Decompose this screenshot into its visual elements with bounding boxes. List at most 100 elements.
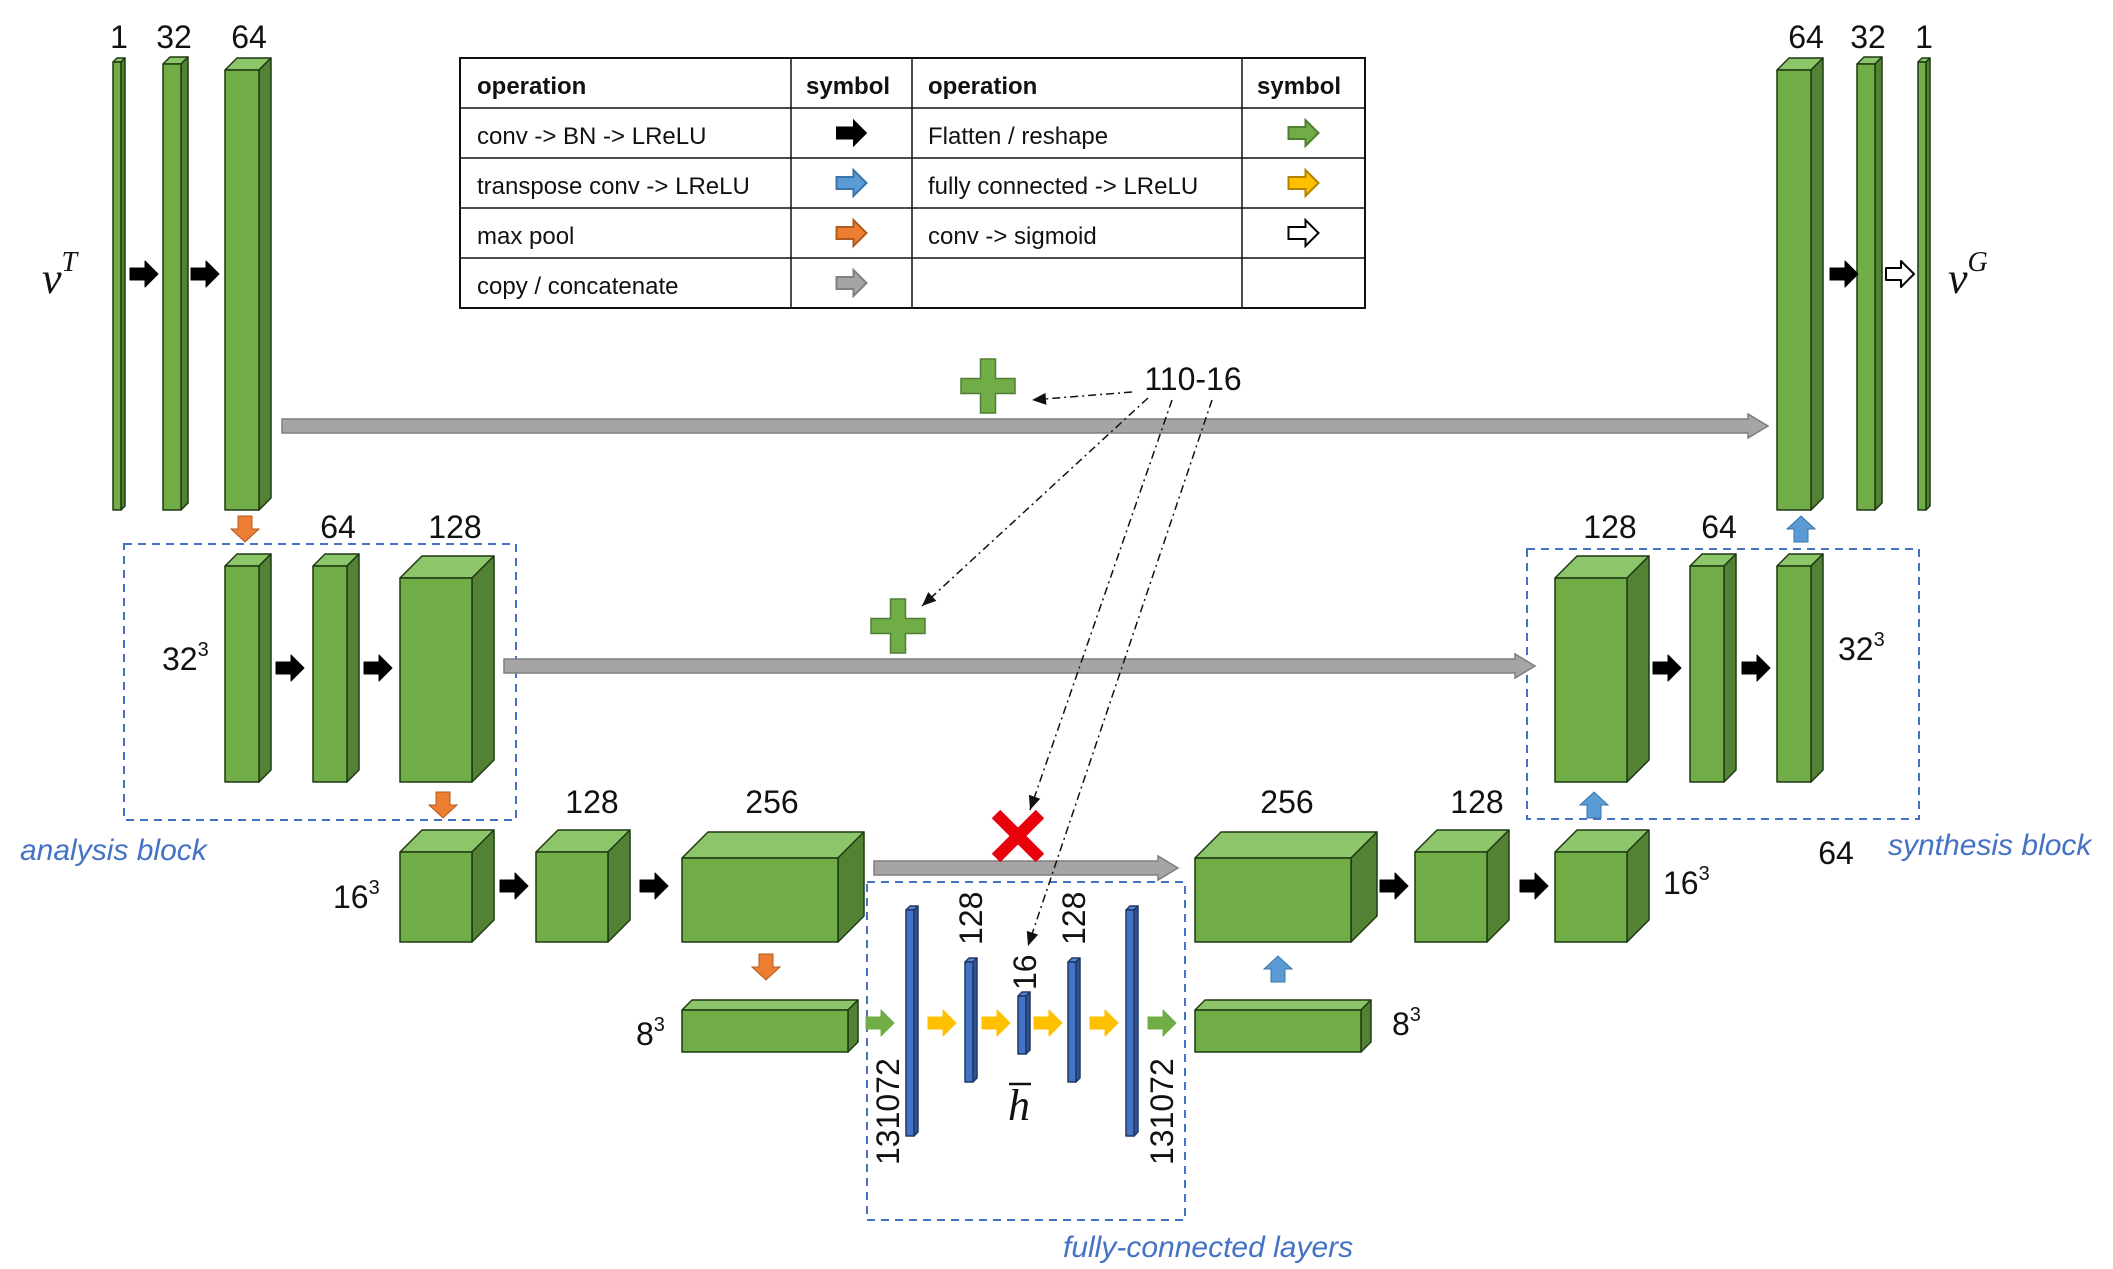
label-level2-left-128: 128 bbox=[428, 509, 481, 545]
black-arrow-top-3 bbox=[1829, 260, 1859, 288]
black-arrow-l2-4 bbox=[1741, 654, 1771, 682]
resolution-8-left: 83 bbox=[636, 1014, 665, 1052]
blue-arrow-up-3 bbox=[1785, 515, 1817, 543]
legend-op-conv-sigmoid: conv -> sigmoid bbox=[928, 223, 1097, 250]
synthesis-block-label: synthesis block bbox=[1888, 829, 2093, 862]
analysis-block-frame bbox=[123, 543, 517, 821]
resolution-16-right: 163 bbox=[1663, 863, 1710, 901]
fc-layer-128-left bbox=[964, 957, 978, 1083]
block-l3-right-128 bbox=[1414, 829, 1510, 943]
resolution-32-left: 323 bbox=[162, 639, 209, 677]
fc-layers-label: fully-connected layers bbox=[1063, 1231, 1353, 1264]
legend-symbol-gray-arrow bbox=[835, 267, 868, 299]
legend-symbol-white-arrow bbox=[1287, 217, 1320, 249]
block-top-right-64 bbox=[1776, 57, 1824, 511]
fc-layer-131072-left bbox=[905, 905, 919, 1137]
block-l4-right-8 bbox=[1194, 999, 1372, 1053]
legend-symbol-orange-arrow bbox=[835, 217, 868, 249]
legend-symbol-green-arrow bbox=[1287, 117, 1320, 149]
latent-variable: h bbox=[1008, 1081, 1030, 1130]
orange-arrow-pool-1 bbox=[229, 515, 261, 543]
black-arrow-l3-2 bbox=[639, 872, 669, 900]
legend-header-operation-1: operation bbox=[477, 73, 586, 100]
block-top-right-32 bbox=[1856, 56, 1883, 511]
black-arrow-l3-1 bbox=[499, 872, 529, 900]
label-level3-left-128: 128 bbox=[565, 784, 618, 820]
legend-table bbox=[459, 57, 1366, 309]
fc-size-128-right: 128 bbox=[1056, 892, 1092, 945]
label-64-stray: 64 bbox=[1818, 835, 1854, 871]
legend-op-conv-bn: conv -> BN -> LReLU bbox=[477, 123, 706, 150]
fc-layer-16 bbox=[1017, 991, 1031, 1055]
block-l2-left-32 bbox=[224, 553, 272, 783]
black-arrow-top-2 bbox=[190, 260, 220, 288]
resolution-32-right: 323 bbox=[1838, 629, 1885, 667]
label-top-left-32: 32 bbox=[156, 19, 192, 55]
legend-symbol-blue-arrow bbox=[835, 167, 868, 199]
reference-line-plus-top bbox=[1031, 391, 1133, 405]
block-l2-right-64 bbox=[1689, 553, 1737, 783]
synthesis-block-frame bbox=[1526, 548, 1920, 820]
yellow-arrow-fc-3 bbox=[1033, 1009, 1063, 1037]
block-top-left-32 bbox=[162, 56, 189, 511]
block-l3-left-256 bbox=[681, 831, 865, 943]
yellow-arrow-fc-4 bbox=[1089, 1009, 1119, 1037]
plus-top bbox=[960, 358, 1016, 414]
black-arrow-top-1 bbox=[129, 260, 159, 288]
legend-header-symbol-1: symbol bbox=[806, 73, 890, 100]
black-arrow-l3-4 bbox=[1519, 872, 1549, 900]
legend-symbol-black-arrow bbox=[836, 118, 868, 148]
fc-size-131072-left: 131072 bbox=[870, 1058, 906, 1165]
legend-op-flatten: Flatten / reshape bbox=[928, 123, 1108, 150]
label-top-left-1: 1 bbox=[110, 19, 128, 55]
reference-line-plus-l2 bbox=[921, 397, 1149, 607]
label-level2-right-128: 128 bbox=[1583, 509, 1636, 545]
label-level3-right-256: 256 bbox=[1260, 784, 1313, 820]
fc-size-128-left: 128 bbox=[953, 892, 989, 945]
block-l2-right-128 bbox=[1554, 555, 1650, 783]
output-variable: vG bbox=[1948, 247, 1988, 303]
legend-header-operation-2: operation bbox=[928, 73, 1037, 100]
reference-line-cross bbox=[1028, 399, 1173, 811]
gray-skip-l3 bbox=[873, 854, 1180, 882]
block-l3-right-256 bbox=[1194, 831, 1378, 943]
block-top-right-1 bbox=[1917, 57, 1931, 511]
block-l2-right-32 bbox=[1776, 553, 1824, 783]
fc-layers-frame bbox=[866, 881, 1186, 1221]
label-top-right-32: 32 bbox=[1850, 19, 1886, 55]
orange-arrow-pool-2 bbox=[427, 791, 459, 819]
yellow-arrow-fc-1 bbox=[927, 1009, 957, 1037]
legend-op-copy-concat: copy / concatenate bbox=[477, 273, 678, 300]
fc-layer-128-right bbox=[1067, 957, 1081, 1083]
block-l3-left-16 bbox=[399, 829, 495, 943]
analysis-block-label: analysis block bbox=[20, 834, 209, 867]
black-arrow-l2-3 bbox=[1652, 654, 1682, 682]
legend-header-symbol-2: symbol bbox=[1257, 73, 1341, 100]
white-arrow-top bbox=[1885, 260, 1915, 288]
legend-op-max-pool: max pool bbox=[477, 223, 574, 250]
block-l3-left-128 bbox=[535, 829, 631, 943]
black-arrow-l2-1 bbox=[275, 654, 305, 682]
reference-line-latent bbox=[1026, 399, 1213, 947]
label-top-right-64: 64 bbox=[1788, 19, 1824, 55]
legend-op-fully-connected: fully connected -> LReLU bbox=[928, 173, 1198, 200]
input-variable: vT bbox=[42, 247, 80, 303]
yellow-arrow-fc-2 bbox=[981, 1009, 1011, 1037]
blue-arrow-up-1 bbox=[1262, 955, 1294, 983]
block-top-left-64 bbox=[224, 57, 272, 511]
fc-size-16: 16 bbox=[1007, 954, 1043, 990]
fc-size-131072-right: 131072 bbox=[1144, 1058, 1180, 1165]
resolution-16-left: 163 bbox=[333, 877, 380, 915]
block-l4-left-8 bbox=[681, 999, 859, 1053]
gray-skip-top bbox=[281, 412, 1770, 440]
legend-symbol-yellow-arrow bbox=[1287, 167, 1320, 199]
plus-l2 bbox=[870, 598, 926, 654]
black-arrow-l2-2 bbox=[363, 654, 393, 682]
legend-op-transpose-conv: transpose conv -> LReLU bbox=[477, 173, 750, 200]
red-cross-icon bbox=[991, 809, 1045, 863]
black-arrow-l3-3 bbox=[1379, 872, 1409, 900]
label-level2-left-64: 64 bbox=[320, 509, 356, 545]
label-top-right-1: 1 bbox=[1915, 19, 1933, 55]
resolution-8-right: 83 bbox=[1392, 1004, 1421, 1042]
